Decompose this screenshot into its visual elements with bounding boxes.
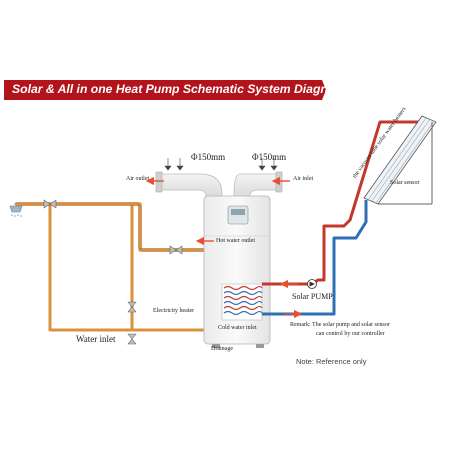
air-inlet-label: Air inlet xyxy=(293,176,314,182)
tank-coil xyxy=(221,283,263,321)
water-inlet-label: Water inlet xyxy=(76,334,116,344)
water-pipe-outlines xyxy=(16,202,206,252)
electricity-heater-label: Electricity heater xyxy=(153,308,195,314)
dimension-lines xyxy=(164,158,278,171)
pipe-flow-arrows xyxy=(195,236,303,319)
hot-water-outlet-label: Hot water outlet xyxy=(216,238,255,244)
shower-head xyxy=(9,205,23,217)
remark-line-1: Remark: The solar pump and solar sensor xyxy=(290,322,390,328)
drainage-label: Drainage xyxy=(211,346,233,352)
solar-cold-pipe xyxy=(262,200,368,316)
remark-line-2: can control by our controller xyxy=(316,331,385,337)
duct-diameter-left: Φ150mm xyxy=(191,152,226,162)
solar-sensor-label: Solar sensor xyxy=(390,180,420,186)
solar-pump xyxy=(307,279,317,289)
air-ducts xyxy=(159,173,279,201)
valves xyxy=(43,199,183,345)
title-banner xyxy=(4,80,326,100)
solar-collector xyxy=(363,115,437,205)
cold-water-inlet-label: Cold water inlet xyxy=(218,325,257,331)
diagram-title: Solar & All in one Heat Pump Schematic S… xyxy=(12,82,343,96)
duct-diameter-right: Φ150mm xyxy=(252,152,287,162)
air-outlet-label: Air outlet xyxy=(126,176,150,182)
solar-pump-label: Solar PUMP xyxy=(292,292,333,301)
reference-note: Note: Reference only xyxy=(296,357,367,366)
